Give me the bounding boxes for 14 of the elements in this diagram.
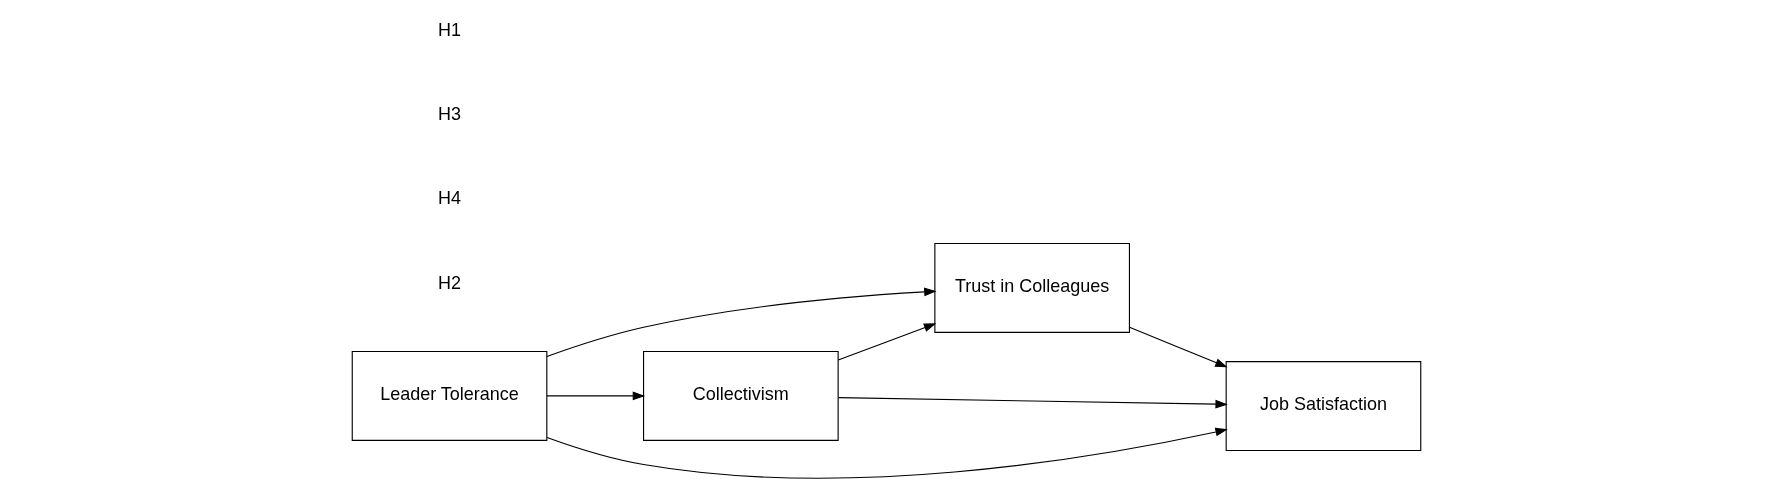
- node-box: Trust in Colleagues: [933, 242, 1130, 333]
- node-box: Leader Tolerance: [351, 350, 547, 441]
- label: H3: [437, 103, 461, 124]
- label: H1: [437, 19, 461, 40]
- node-box: Collectivism: [642, 350, 839, 441]
- arrow: [545, 391, 645, 400]
- arrow: [837, 322, 936, 360]
- arrow: [1128, 326, 1228, 367]
- arrow: [545, 287, 937, 357]
- arrow: [546, 427, 1228, 479]
- label: H2: [437, 272, 461, 293]
- arrow: [837, 396, 1228, 408]
- label: H4: [437, 187, 461, 208]
- node-box: Job Satisfaction: [1225, 360, 1421, 451]
